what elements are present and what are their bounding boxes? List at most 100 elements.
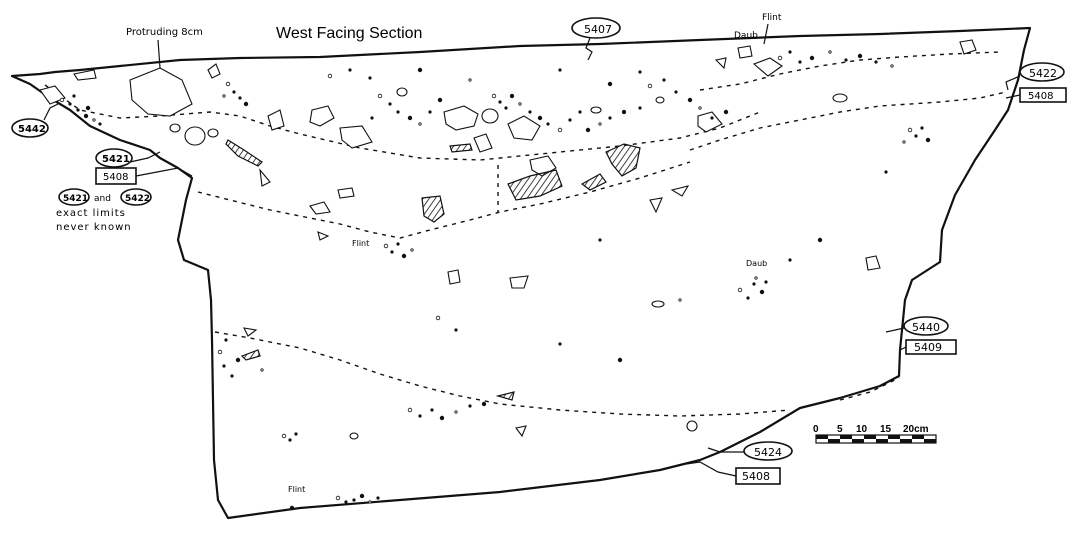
svg-text:5421: 5421 [63,194,88,204]
inclusion-dot [368,76,372,80]
label-5409: 5409 [899,339,957,355]
inclusion-dot [607,81,613,87]
boundary-mid [197,161,691,239]
inclusion-dot [537,115,543,121]
inclusion-dot [509,93,515,99]
inclusion-dot [410,248,414,252]
inclusion-dot [417,67,423,73]
inclusion-dot [647,83,653,89]
label-5408-bottom: 5408 [685,461,781,485]
boundary-upper [44,84,761,161]
inclusion-dot [498,100,502,104]
inclusion-dot [377,93,383,99]
inclusion-dot [914,134,918,138]
scale-tick-5: 5 [837,424,843,435]
inclusion-dot [430,408,434,412]
inclusion-dot [617,357,623,363]
svg-text:5408: 5408 [742,470,770,483]
inclusion-dot [723,109,729,115]
inclusion-dot [288,438,292,442]
annotation-daub-top: Daub [734,31,758,41]
annotation-protruding: Protruding 8cm [126,27,203,69]
inclusion-dot [874,60,878,64]
inclusion-dot [352,498,356,502]
svg-text:never known: never known [56,222,132,233]
inclusion-dot [687,97,693,103]
inclusion-dot [698,106,702,110]
svg-text:exact limits: exact limits [56,208,126,219]
label-5422: 5422 [1005,62,1065,91]
label-5442: 5442 [11,103,59,138]
annotation-daub-right: Daub [746,259,767,268]
svg-text:5408: 5408 [103,172,128,183]
inclusion-dot [260,368,264,372]
inclusion-dot [857,53,863,59]
inclusion-dot [925,137,931,143]
inclusion-dot [491,93,497,99]
inclusion-dot [72,94,76,98]
svg-text:5407: 5407 [584,23,612,36]
inclusion-dot [418,122,422,126]
label-5440: 5440 [885,316,949,336]
inclusion-dot [68,102,72,106]
inclusion-dot [557,127,563,133]
inclusion-dot [884,170,888,174]
svg-text:5421: 5421 [102,154,130,165]
annotation-flint-top: Flint [762,13,782,23]
inclusion-dot [890,64,894,68]
inclusion-dot [217,349,223,355]
inclusion-dot [674,90,678,94]
inclusion-dot [504,106,508,110]
inclusion-dot [294,432,298,436]
inclusion-dot [376,496,380,500]
inclusion-dot [407,407,413,413]
inclusion-dot [907,127,913,133]
inclusion-dot [481,401,487,407]
inclusion-dot [437,97,443,103]
inclusion-dot [344,500,348,504]
inclusion-dot [598,238,602,242]
inclusion-dot [578,110,582,114]
inclusion-dot [222,364,226,368]
scale-tick-10: 10 [856,424,868,435]
inclusion-dot [85,105,91,111]
inclusion-dot [439,415,445,421]
inclusion-dot [222,94,226,98]
inclusion-dot [76,108,80,112]
annotation-flint-mid: Flint [352,239,369,248]
inclusion-dot [390,250,394,254]
inclusion-dot [435,315,441,321]
svg-text:5408: 5408 [1028,91,1053,102]
svg-text:and: and [94,194,111,204]
inclusion-dot [777,55,783,61]
inclusion-dot [746,296,750,300]
inclusion-dot [844,58,848,62]
inclusion-dot [281,433,287,439]
svg-text:5422: 5422 [125,194,150,204]
inclusion-dot [608,116,612,120]
inclusion-dot [454,328,458,332]
flint-top-leader [763,23,769,45]
svg-text:5440: 5440 [912,321,940,334]
svg-text:Protruding 8cm: Protruding 8cm [126,27,203,38]
inclusion-dot [920,126,924,130]
inclusion-dot [368,500,372,504]
inclusion-dot [621,109,627,115]
inclusion-dot [518,102,522,106]
inclusion-dot [224,338,228,342]
inclusion-dot [289,505,295,511]
inclusion-dot [59,97,65,103]
boundary-5407-base [699,51,1001,91]
annotation-flint-bottom: Flint [288,485,305,494]
boundary-lower [214,331,791,417]
section-title: West Facing Section [276,25,422,42]
inclusion-dot [752,282,756,286]
scale-tick-15: 15 [880,424,892,435]
inclusion-dot [243,101,249,107]
scale-tick-0: 0 [813,424,819,435]
inclusion-dot [759,289,765,295]
inclusion-dot [788,50,792,54]
svg-text:5409: 5409 [914,341,942,354]
label-5407: 5407 [571,17,621,61]
